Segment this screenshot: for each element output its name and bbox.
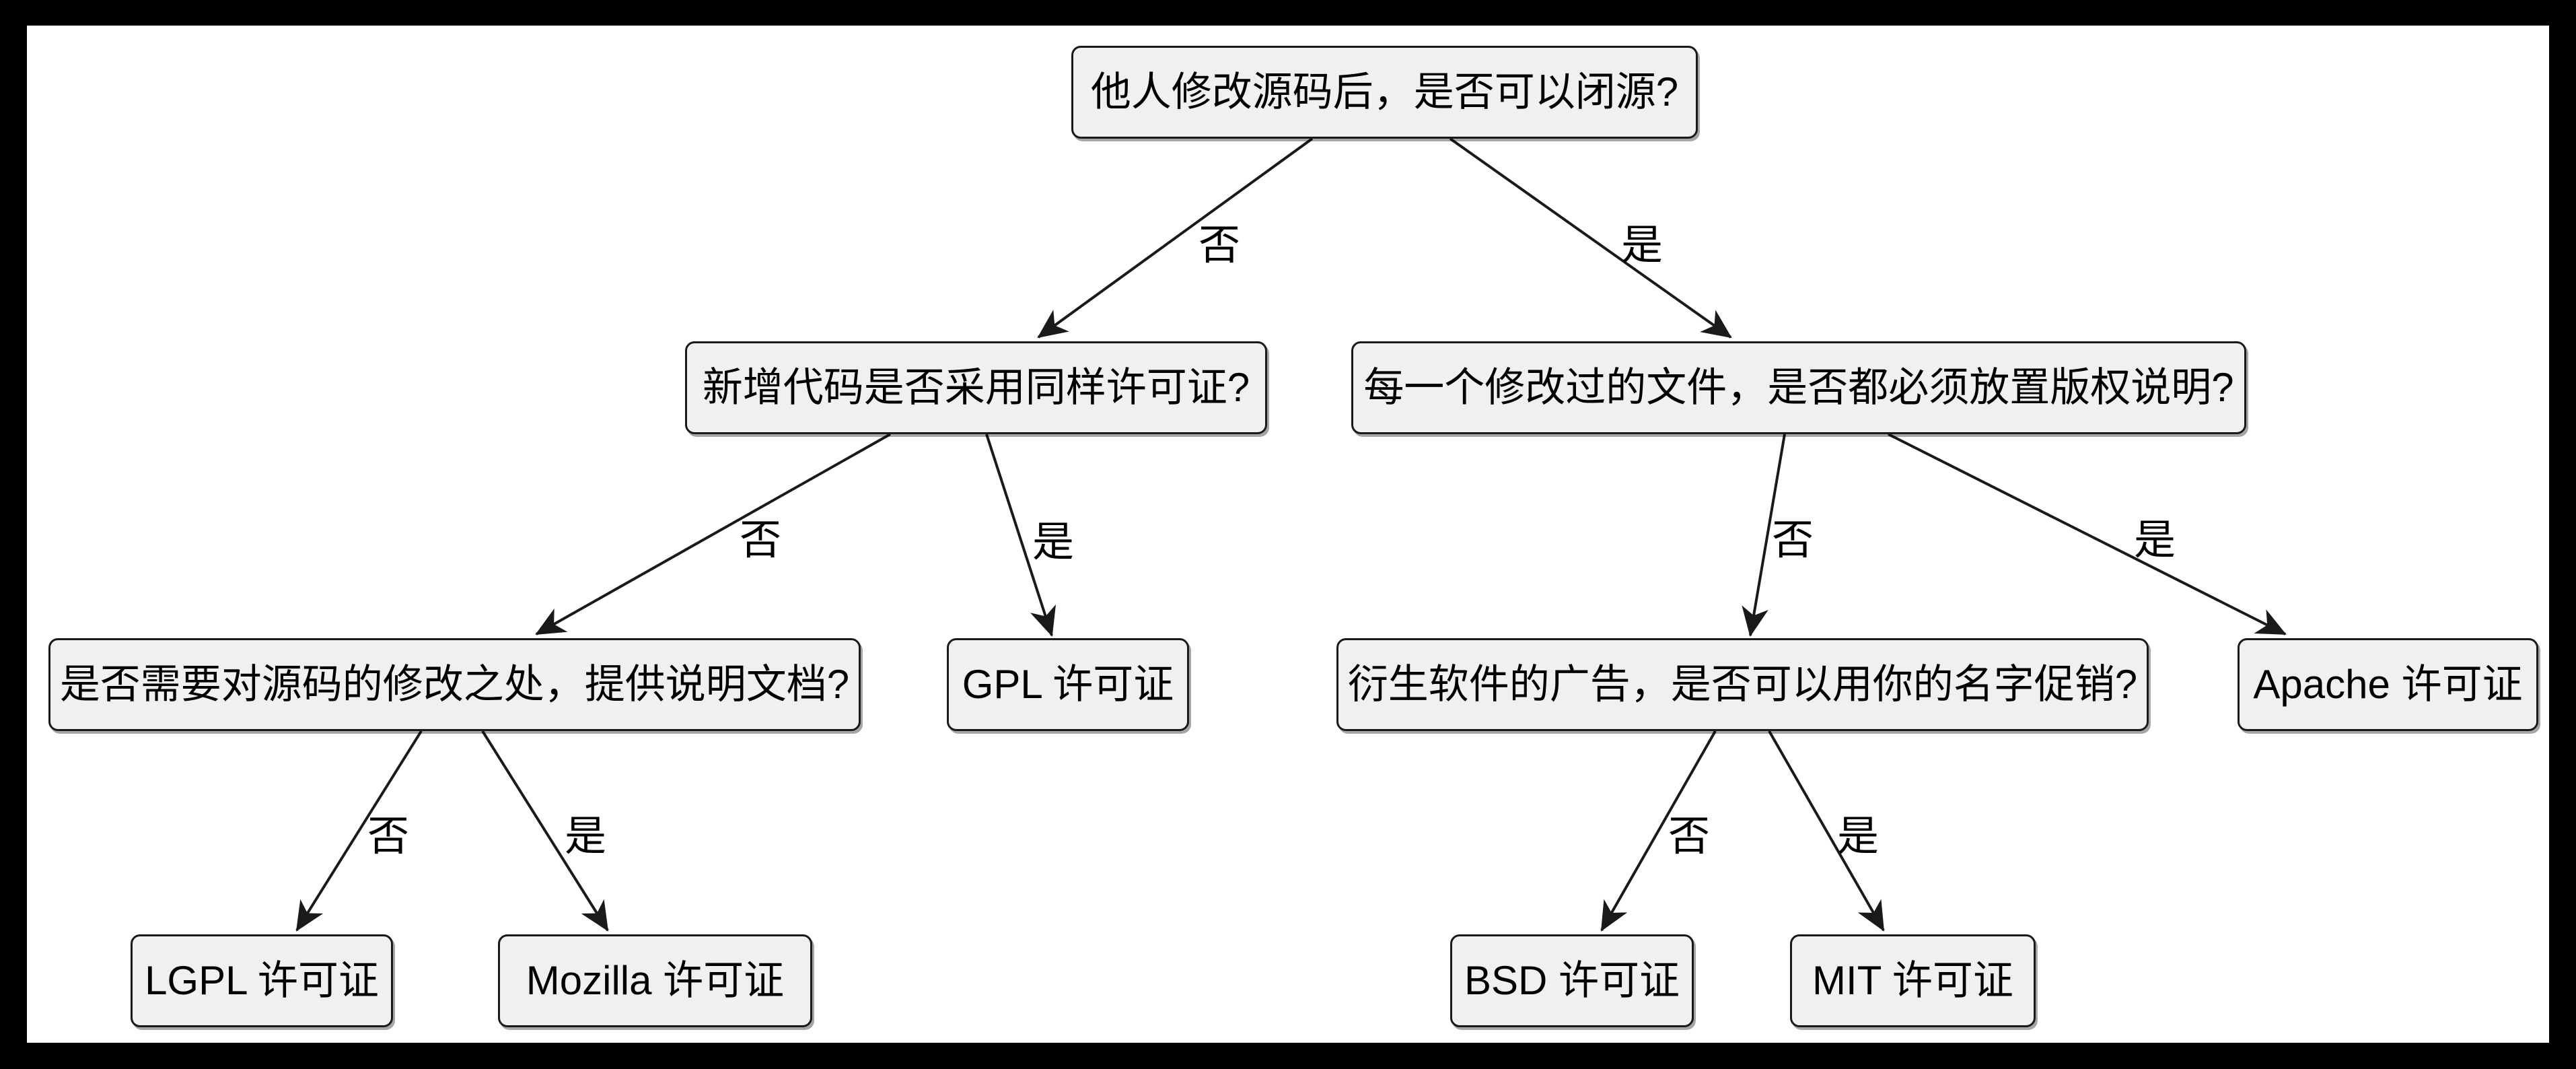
node-bsd-license: BSD 许可证	[1450, 934, 1694, 1027]
edge-label-root-no: 否	[1198, 222, 1241, 269]
node-doc-changes-question: 是否需要对源码的修改之处，提供说明文档?	[48, 638, 861, 731]
edge-label-root-yes: 是	[1620, 222, 1663, 269]
edge-label-same-license-yes: 是	[1032, 519, 1075, 565]
node-gpl-license: GPL 许可证	[947, 638, 1189, 731]
edge-label-copyright-yes: 是	[2133, 517, 2176, 563]
node-mozilla-license: Mozilla 许可证	[498, 934, 812, 1027]
node-lgpl-license: LGPL 许可证	[131, 934, 393, 1027]
edge-label-copyright-no: 否	[1771, 517, 1814, 563]
node-same-license-question: 新增代码是否采用同样许可证?	[685, 341, 1267, 434]
edge-label-ad-promote-no: 否	[1668, 813, 1711, 860]
node-root-question: 他人修改源码后，是否可以闭源?	[1071, 46, 1698, 139]
node-apache-license: Apache 许可证	[2238, 638, 2538, 731]
edge-label-doc-changes-yes: 是	[564, 813, 607, 860]
edge-label-ad-promote-yes: 是	[1836, 813, 1880, 860]
node-copyright-notice-question: 每一个修改过的文件，是否都必须放置版权说明?	[1351, 341, 2246, 434]
node-ad-promote-question: 衍生软件的广告，是否可以用你的名字促销?	[1336, 638, 2149, 731]
edge-label-doc-changes-no: 否	[367, 813, 410, 860]
edge-label-same-license-no: 否	[739, 517, 782, 563]
node-mit-license: MIT 许可证	[1790, 934, 2036, 1027]
